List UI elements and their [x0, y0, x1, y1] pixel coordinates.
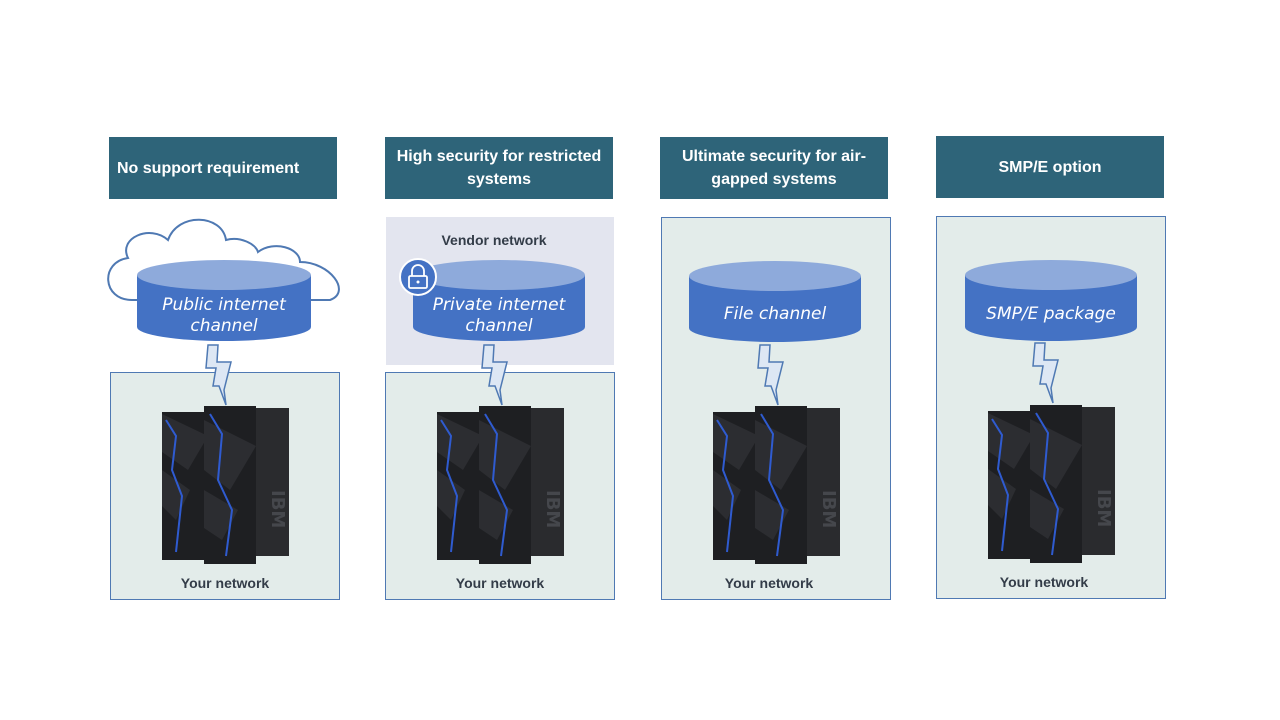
cloud-icon [107, 218, 340, 301]
mainframe-server-icon: IBM [162, 406, 289, 564]
svg-text:IBM: IBM [1093, 489, 1114, 527]
network-label: Your network [455, 575, 545, 591]
your-network-panel [385, 372, 615, 600]
column-header: No support requirement [109, 137, 337, 199]
database-cylinder-icon [689, 261, 861, 342]
lightning-bolt-icon [1032, 342, 1059, 404]
lock-icon [399, 258, 437, 296]
your-network-panel [661, 217, 891, 600]
lightning-bolt-icon [481, 344, 508, 406]
database-cylinder-icon [413, 260, 585, 341]
network-label: Your network [999, 574, 1089, 590]
lightning-bolt-icon [757, 344, 784, 406]
svg-text:IBM: IBM [542, 490, 563, 528]
vendor-network-label: Vendor network [441, 232, 547, 248]
mainframe-server-icon: IBM [713, 406, 840, 564]
mainframe-server-icon: IBM [437, 406, 564, 564]
channel-label: Public internet channel [162, 295, 286, 336]
your-network-panel [110, 372, 340, 600]
svg-text:IBM: IBM [818, 490, 839, 528]
column-header: Ultimate security for air-gapped systems [660, 137, 888, 199]
channel-label: File channel [723, 304, 827, 324]
database-cylinder-icon [137, 260, 311, 341]
network-label: Your network [180, 575, 270, 591]
svg-text:IBM: IBM [267, 490, 288, 528]
your-network-panel [936, 216, 1166, 599]
column-header: High security for restricted systems [385, 137, 613, 199]
database-cylinder-icon [965, 260, 1137, 341]
channel-label: Private internet channel [432, 295, 566, 336]
column-header: SMP/E option [936, 136, 1164, 198]
lightning-bolt-icon [205, 344, 232, 406]
channel-label: SMP/E package [986, 304, 1116, 324]
network-label: Your network [724, 575, 814, 591]
vendor-network-panel [386, 217, 614, 365]
mainframe-server-icon: IBM [988, 405, 1115, 563]
